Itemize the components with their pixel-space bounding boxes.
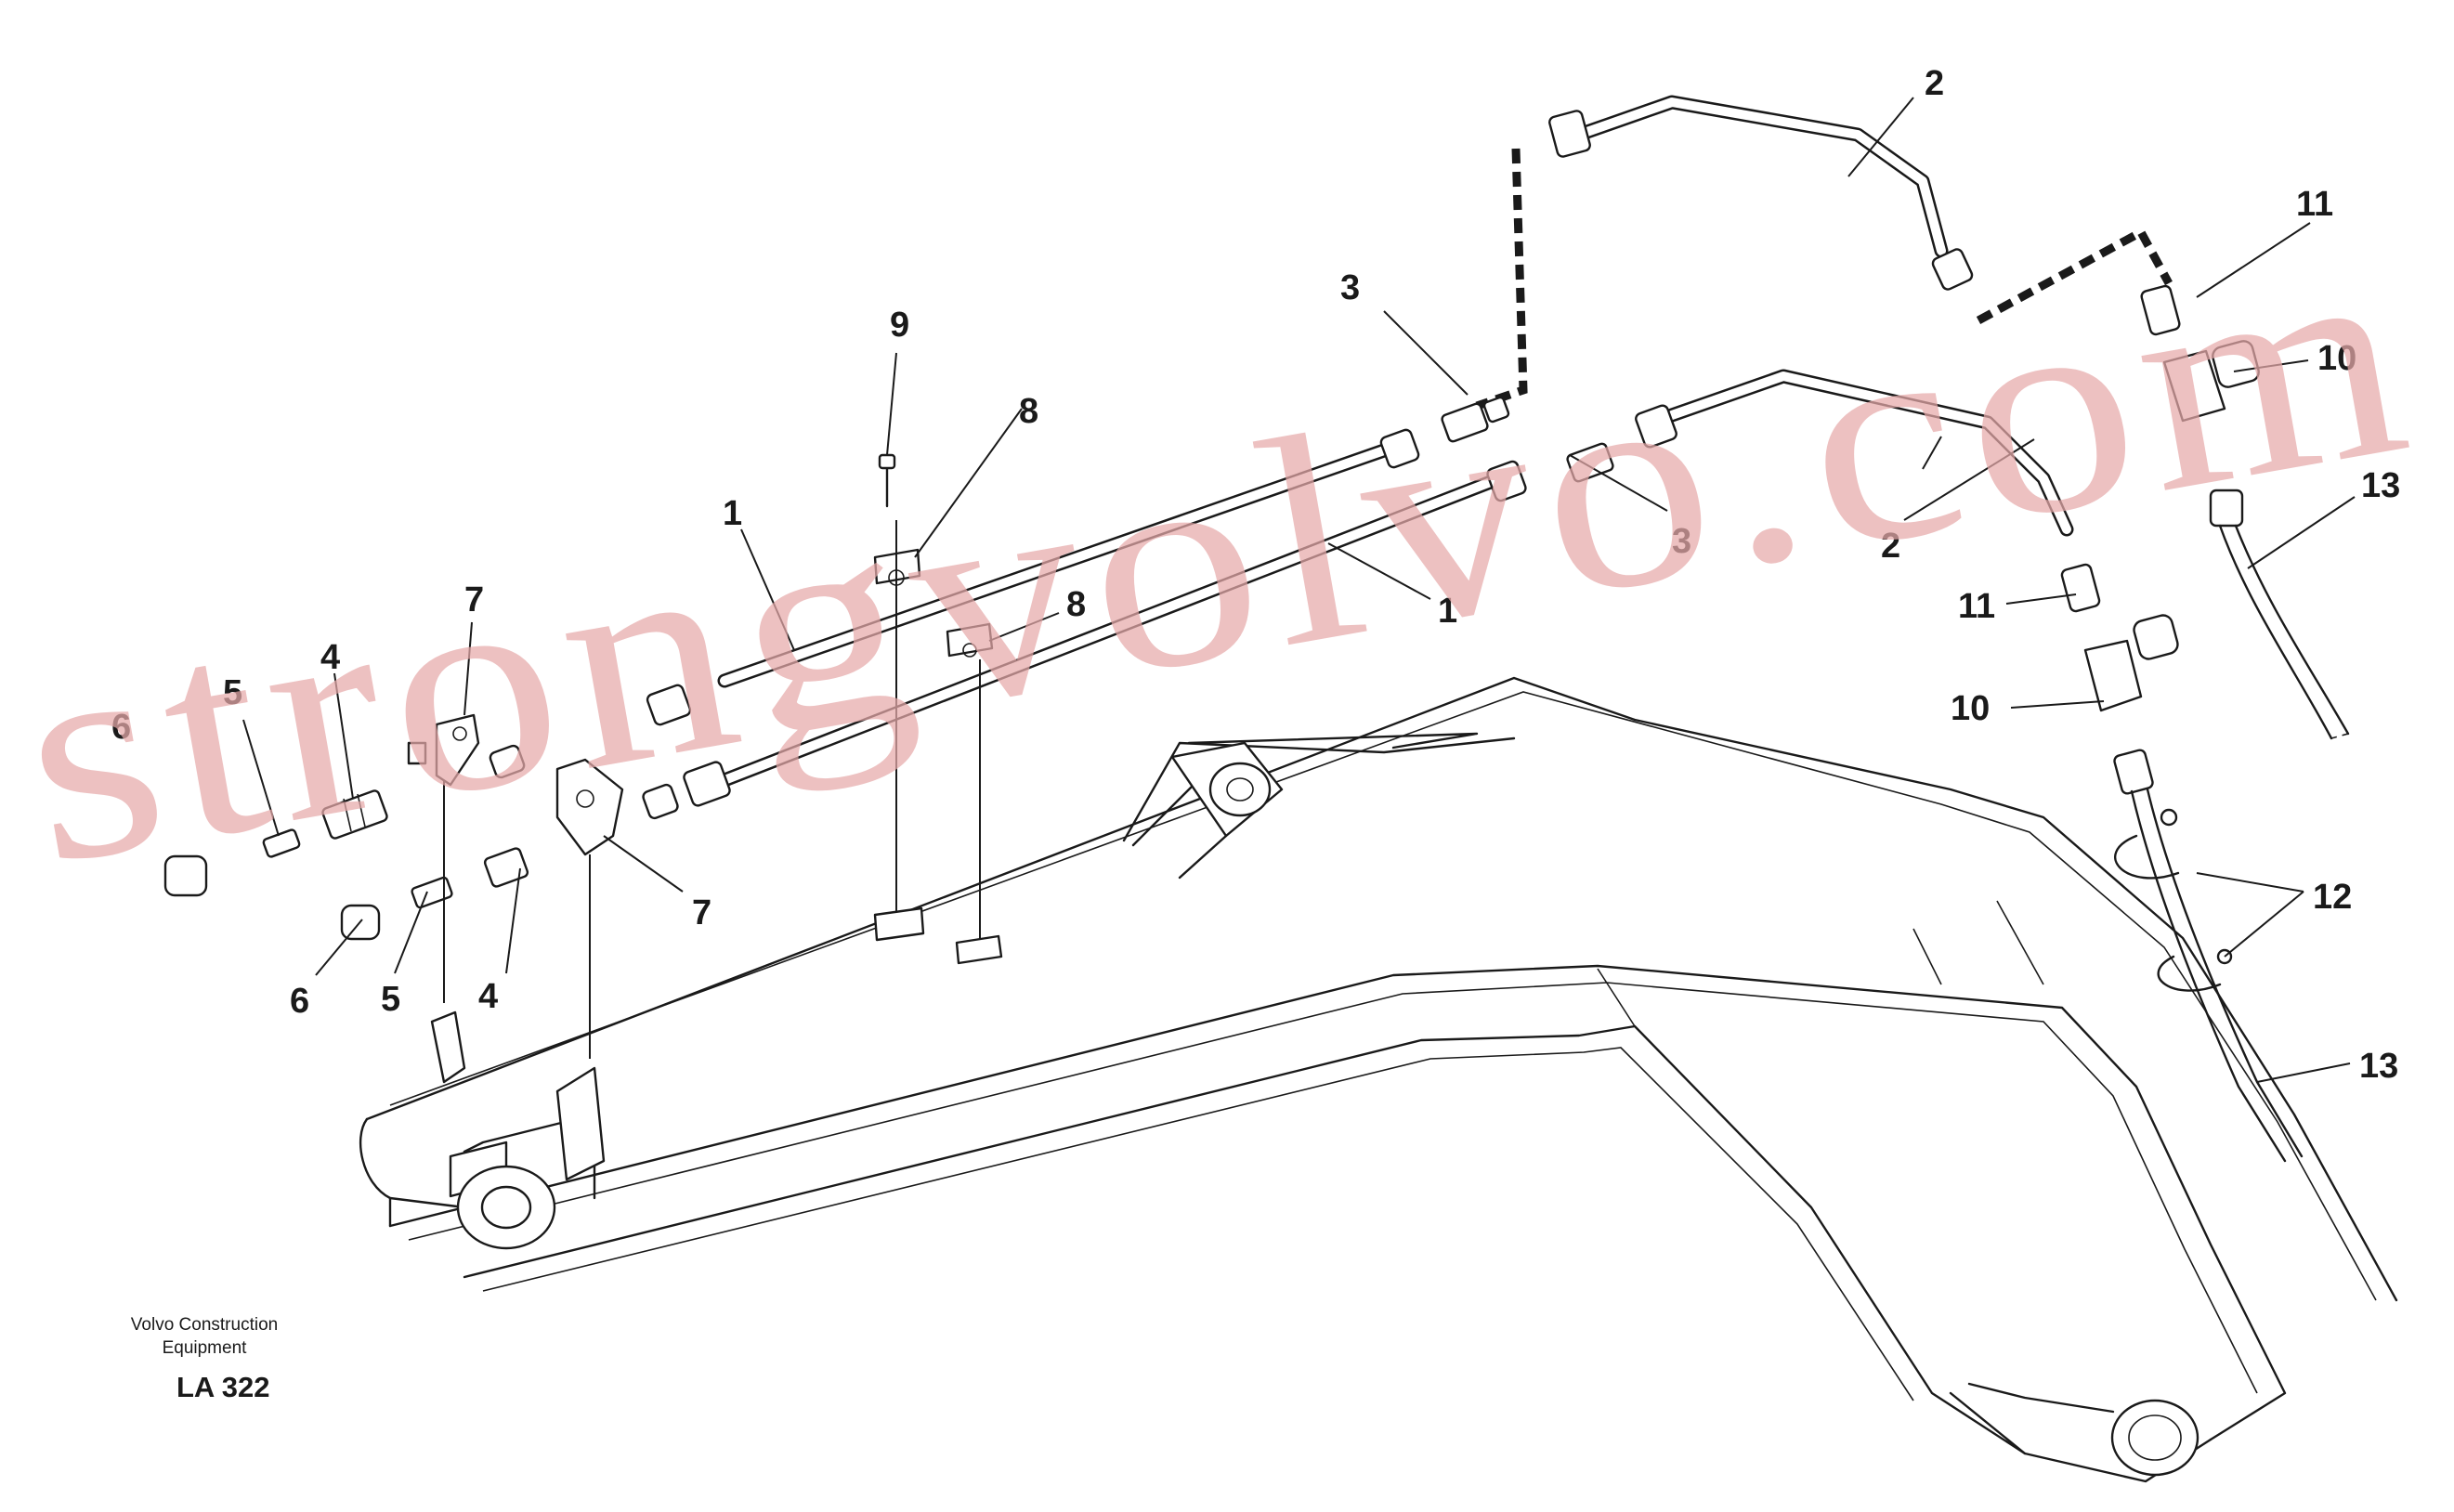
callout-7-top: 7	[464, 580, 484, 619]
leader-lines	[242, 97, 2356, 1083]
clamp-8-lower-base	[955, 934, 1003, 965]
drawing-code: LA 322	[176, 1371, 270, 1403]
fitting-nut-top-bent-pipe	[1548, 110, 1591, 158]
clamp-8-lower	[946, 622, 994, 658]
dashed-connection-top-right	[1976, 226, 2173, 324]
callout-13-lower: 13	[2359, 1047, 2398, 1086]
callout-12: 12	[2313, 878, 2352, 917]
manufacturer-credit: Volvo Construction Equipment	[102, 1313, 307, 1360]
callout-8-lower: 8	[1066, 585, 1086, 624]
clamp-8-upper-base	[873, 906, 925, 942]
bent-pipe-top	[1572, 95, 1949, 258]
callout-7-right: 7	[692, 893, 711, 932]
cap-6-upper	[163, 854, 208, 897]
hose-13-upper	[2209, 489, 2350, 740]
hose-13-lower	[2113, 749, 2304, 1163]
callout-8-upper: 8	[1019, 392, 1038, 431]
tee-block-10-upper	[2162, 340, 2260, 423]
callout-3-lower: 3	[1672, 522, 1691, 561]
callout-1-upper: 1	[723, 494, 742, 533]
coupling-lower	[1486, 404, 1677, 502]
nipple-11-upper	[2140, 284, 2181, 336]
adapter-4-upper	[321, 789, 388, 840]
coupling-upper	[1379, 396, 1510, 469]
credit-line-1: Volvo Construction	[130, 1315, 279, 1335]
bracket-7-left	[407, 713, 480, 1084]
credit-line-2: Equipment	[162, 1338, 247, 1358]
callout-4-upper: 4	[320, 638, 340, 677]
nipple-11-lower	[2060, 563, 2101, 613]
nipple-5-lower	[411, 876, 453, 909]
callout-2-right: 2	[1881, 527, 1900, 566]
callout-1-lower: 1	[1438, 592, 1457, 631]
callouts: 1 1 2 2 3 3 4 4 5 5 6 6 7 7 8 8 9 10 10 …	[111, 64, 2400, 1086]
callout-10-upper: 10	[2317, 339, 2356, 378]
callout-9: 9	[890, 306, 909, 345]
pipe-end-nut-upper	[489, 684, 692, 779]
callout-10-lower: 10	[1951, 689, 1990, 728]
pipe-lower	[717, 471, 1508, 788]
callout-5-upper: 5	[223, 673, 242, 712]
dashed-connection-top-left	[1475, 148, 1528, 411]
pipe-upper	[717, 443, 1391, 688]
callout-2-top: 2	[1925, 64, 1944, 103]
boom-arm	[359, 676, 2398, 1483]
bracket-7-right	[555, 758, 624, 1181]
hose-clamp-12	[2114, 808, 2233, 992]
bent-pipe-right	[1664, 369, 2074, 537]
callout-13-upper: 13	[2361, 466, 2400, 505]
callout-11-lower: 11	[1958, 587, 1995, 626]
fitting-nut-bent-pipe-end	[1931, 248, 1974, 291]
callout-11-upper: 11	[2296, 185, 2333, 224]
tee-block-10-lower	[2083, 614, 2179, 712]
pipe-end-nut-lower	[642, 761, 731, 820]
callout-5-lower: 5	[381, 980, 400, 1019]
callout-6-upper: 6	[111, 708, 131, 747]
adapter-4-lower	[483, 847, 529, 888]
callout-4-lower: 4	[478, 977, 498, 1016]
callout-6-lower: 6	[290, 982, 309, 1021]
callout-3-upper: 3	[1340, 268, 1360, 307]
